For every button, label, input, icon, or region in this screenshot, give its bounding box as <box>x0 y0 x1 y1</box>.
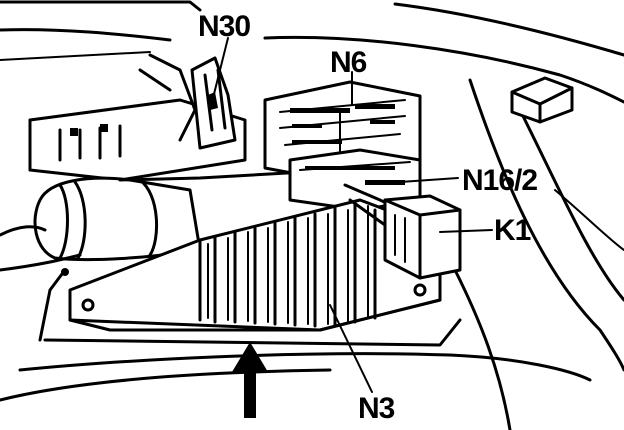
label-n3: N3 <box>358 392 395 425</box>
bracket-block <box>510 76 574 124</box>
label-n6: N6 <box>330 46 367 79</box>
leader-lines <box>209 37 493 393</box>
fender-outline <box>453 78 624 430</box>
air-filter-housing <box>28 53 247 182</box>
n16-2-relay <box>288 148 422 212</box>
k1-relay <box>383 194 462 280</box>
intake-hose <box>0 168 342 272</box>
label-n16-2: N16/2 <box>462 164 537 197</box>
label-n30: N30 <box>198 10 250 43</box>
n30-component <box>190 56 237 150</box>
direction-arrow <box>232 342 268 418</box>
lower-tray <box>0 268 592 402</box>
hood-outline <box>0 0 624 104</box>
n3-control-unit <box>68 183 442 332</box>
label-k1: K1 <box>494 214 531 247</box>
